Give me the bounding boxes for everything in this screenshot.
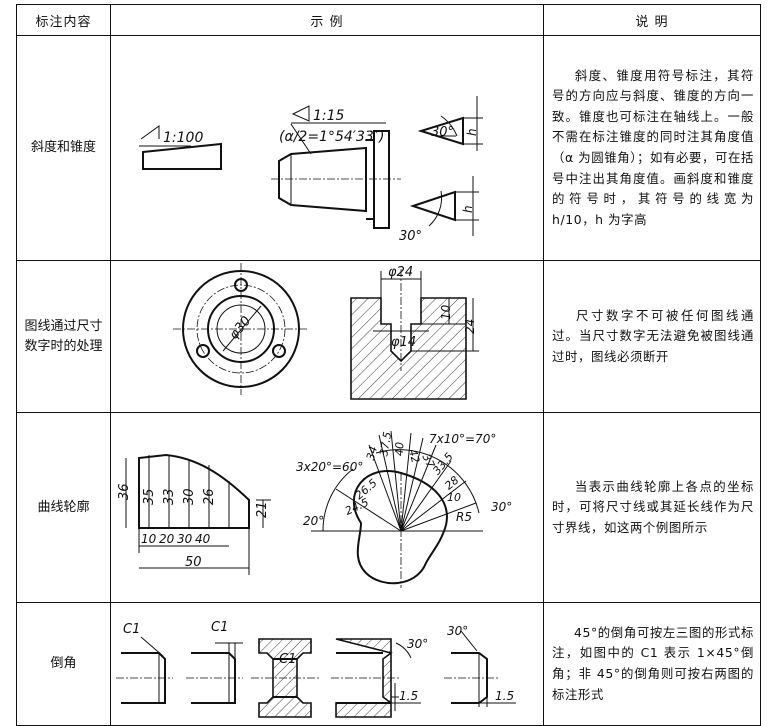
row-name: 倒角 [16, 602, 111, 726]
len2-label: 1.5 [495, 689, 514, 703]
radius-5: 40 [393, 442, 406, 456]
depth1-label: 10 [439, 304, 453, 320]
description-cell: 斜度、锥度用符号标注，其符号的方向应与斜度、锥度的方向一致。锥度也可标注在轴线上… [543, 35, 761, 261]
header-col3: 说 明 [543, 4, 761, 36]
h-total-label: 36 [117, 483, 132, 500]
x-value-3: 30 [177, 532, 193, 546]
row-name-text: 曲线轮廓 [37, 499, 90, 515]
x-value-4: 40 [195, 532, 211, 546]
ang-br-label: 30° [491, 500, 512, 514]
row-desc-text: 尺寸数字不可被任何图线通过。当尺寸数字无法避免被图线通过时，图线必须断开 [552, 307, 754, 364]
h-right-label: 21 [255, 501, 270, 518]
ang-right-label: 7x10°=70° [429, 432, 496, 446]
ang-left-label: 3x20°=60° [296, 460, 363, 474]
ang1-label: 30° [407, 637, 428, 651]
example-cell: 1:100 1:15 (α/2=1°54′33″) 30° h [110, 35, 544, 261]
x-value-2: 20 [159, 532, 175, 546]
angle2-label: 30° [399, 229, 422, 244]
row-name: 曲线轮廓 [16, 412, 111, 603]
dia-circle-label: φ30 [227, 314, 255, 343]
row-desc-text: 45°的倒角可按左三图的形式标注，如图中的 C1 表示 1×45°倒角；非 45… [552, 624, 754, 702]
example-cell: 36 35 33 30 26 21 10 20 30 40 50 3x20°=6… [110, 412, 544, 603]
dimension-figure: φ30 φ24 φ14 10 24 [173, 263, 479, 400]
description-cell: 当表示曲线轮廓上各点的坐标时，可将尺寸线或其延长线作为尺寸界线，如这两个例图所示 [543, 412, 761, 603]
dia-top-label: φ24 [388, 265, 413, 280]
depth2-label: 24 [463, 319, 477, 334]
h2-label: h [461, 205, 475, 213]
table-row: 倒角 C1 C1 C1 [16, 602, 761, 726]
r-small-label: 10 [447, 491, 461, 504]
row-name-text: 倒角 [50, 656, 77, 671]
c1-c-label: C1 [279, 652, 296, 667]
r5-label: R5 [456, 510, 472, 524]
radius-3: 34 [364, 445, 380, 462]
curve-contour-figure: 36 35 33 30 26 21 10 20 30 40 50 3x20°=6… [117, 431, 512, 588]
example-cell: C1 C1 C1 30° 1.5 [110, 602, 544, 726]
chamfer-figure: C1 C1 C1 30° 1.5 [116, 620, 516, 718]
radius-6: 42 [406, 448, 422, 465]
slope-taper-figure: 1:100 1:15 (α/2=1°54′33″) 30° h [139, 96, 483, 244]
c1-b-label: C1 [211, 620, 228, 635]
row-name-text: 图线通过尺寸数字时的处理 [24, 318, 103, 354]
ang-bl-label: 20° [303, 514, 324, 528]
dia-bottom-label: φ14 [391, 335, 416, 350]
c1-a-label: C1 [123, 622, 140, 637]
table-row: 曲线轮廓 36 35 33 30 26 21 10 20 30 40 50 [16, 412, 761, 603]
row-name-text: 斜度和锥度 [30, 140, 96, 155]
len1-label: 1.5 [399, 689, 418, 703]
table-row: 图线通过尺寸数字时的处理 φ30 φ24 φ14 [16, 260, 761, 413]
annotation-table: 标注内容 示 例 说 明 斜度和锥度 1:100 1:15 (α/2=1°54′… [16, 4, 761, 726]
header-col1: 标注内容 [16, 4, 111, 36]
x-value-1: 10 [141, 532, 157, 546]
h-value-1: 35 [142, 488, 157, 505]
row-name: 斜度和锥度 [16, 35, 111, 261]
header-row: 标注内容 示 例 说 明 [16, 4, 761, 36]
angle1-label: 30° [431, 125, 454, 140]
table-row: 斜度和锥度 1:100 1:15 (α/2=1°54′33″) [16, 35, 761, 261]
row-desc-text: 斜度、锥度用符号标注，其符号的方向应与斜度、锥度的方向一致。锥度也可标注在轴线上… [552, 67, 754, 227]
h-value-3: 30 [182, 488, 197, 505]
ang2-label: 30° [447, 624, 468, 638]
header-col2: 示 例 [110, 4, 544, 36]
h-value-2: 33 [162, 488, 177, 505]
slope-label: 1:100 [163, 130, 203, 146]
row-desc-text: 当表示曲线轮廓上各点的坐标时，可将尺寸线或其延长线作为尺寸界线，如这两个例图所示 [552, 478, 754, 535]
example-cell: φ30 φ24 φ14 10 24 [110, 260, 544, 413]
width-label: 50 [185, 555, 202, 570]
taper-label: 1:15 [313, 108, 345, 124]
h1-label: h [465, 128, 479, 136]
taper-angle-label: (α/2=1°54′33″) [279, 129, 384, 145]
description-cell: 45°的倒角可按左三图的形式标注，如图中的 C1 表示 1×45°倒角；非 45… [543, 602, 761, 726]
radius-7: 37 [420, 452, 438, 470]
h-value-4: 26 [202, 488, 217, 505]
description-cell: 尺寸数字不可被任何图线通过。当尺寸数字无法避免被图线通过时，图线必须断开 [543, 260, 761, 413]
radius-9: 28 [442, 474, 461, 493]
radius-4: 37.5 [377, 431, 394, 457]
row-name: 图线通过尺寸数字时的处理 [16, 260, 111, 413]
